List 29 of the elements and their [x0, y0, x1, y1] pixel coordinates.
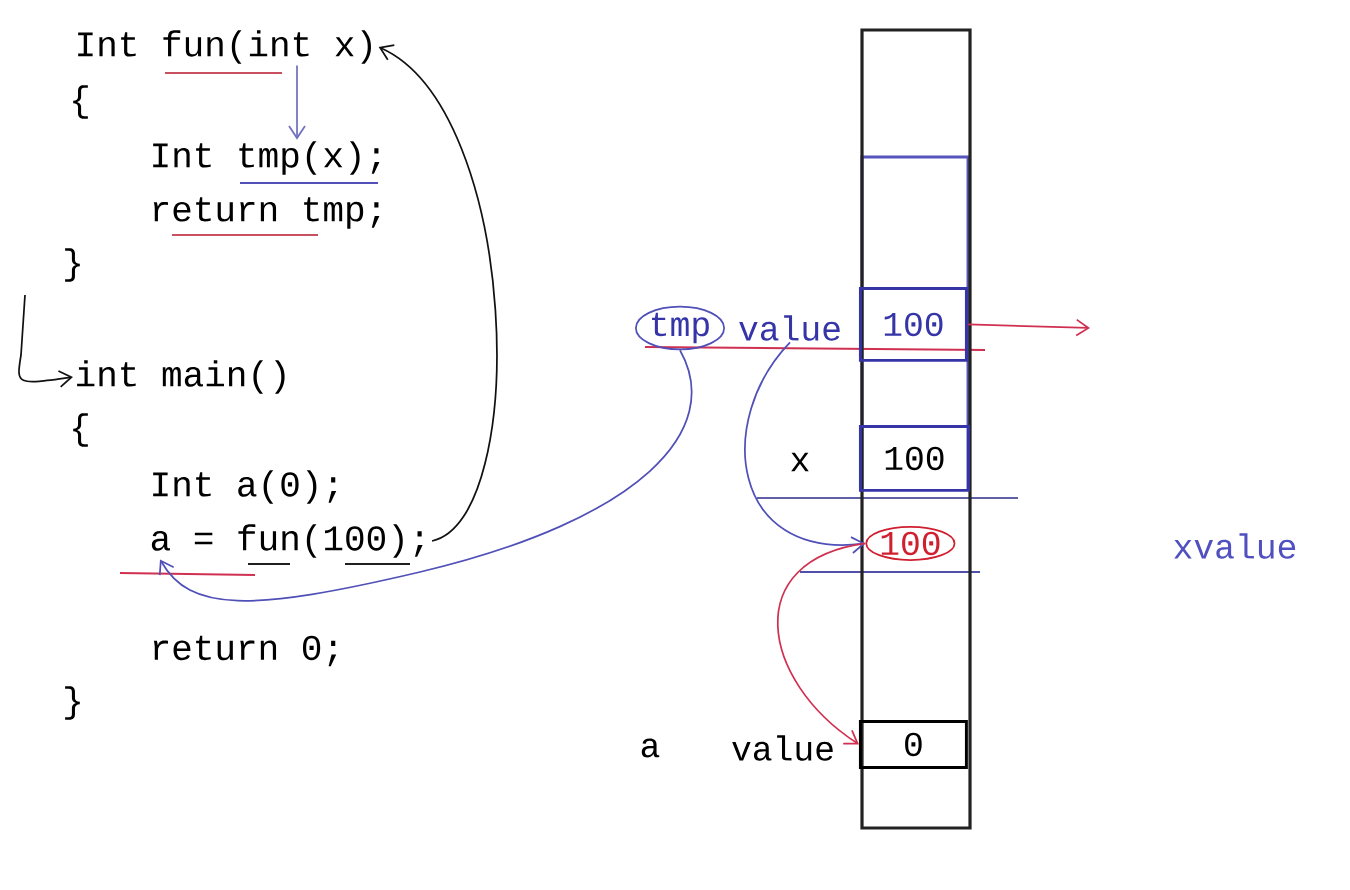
code-brace: } [65, 248, 80, 282]
arrow [18, 294, 73, 388]
memory-cell: 100 [858, 424, 970, 492]
arrow [158, 349, 693, 602]
variable-label: xvalue [1174, 533, 1296, 559]
beside-label: x [791, 452, 809, 472]
memory-cell: 0 [858, 719, 968, 769]
memory-cell: 100 [858, 286, 968, 362]
code-brace: { [73, 85, 88, 119]
arrow [967, 318, 1090, 337]
code-line: int main() [77, 360, 285, 394]
arrow [744, 341, 866, 554]
beside-label: value [732, 735, 833, 761]
memory-stack [860, 28, 972, 830]
code-line: return tmp; [153, 197, 380, 229]
beside-label: a [641, 738, 660, 758]
code-line: return 0; [153, 635, 337, 667]
beside-label: value [739, 315, 840, 341]
arrow [378, 44, 498, 542]
circled-text: tmp [635, 305, 725, 351]
arrow [288, 64, 306, 140]
code-brace: } [65, 686, 80, 720]
circled-text: 100 [865, 525, 956, 561]
code-line: Int a(0); [153, 470, 337, 504]
code-brace: { [73, 413, 88, 447]
arrow [776, 542, 867, 745]
code-line: a = fun(100); [151, 524, 423, 558]
code-line: Int tmp(x); [153, 141, 380, 175]
code-line: Int fun(int x) [78, 30, 371, 64]
